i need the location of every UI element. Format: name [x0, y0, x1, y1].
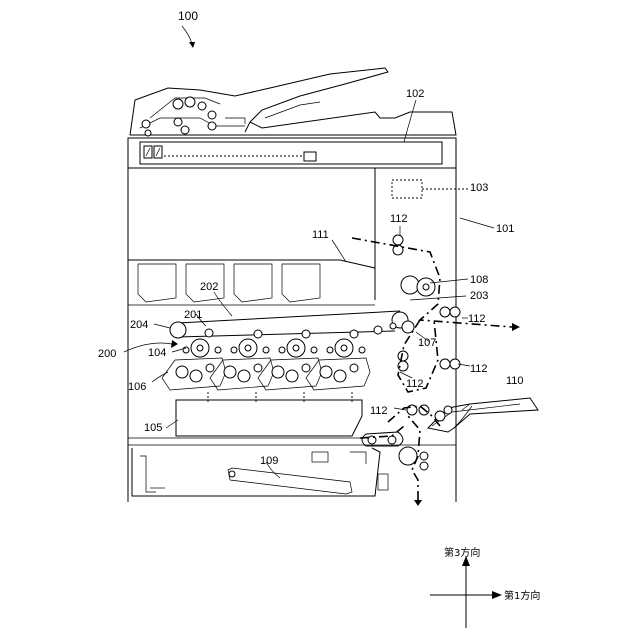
exposure-unit [176, 400, 362, 436]
label-112-center: 112 [406, 378, 424, 390]
image-forming-unit-3 [258, 339, 322, 390]
label-112-lower: 112 [370, 405, 388, 417]
label-105: 105 [144, 422, 162, 434]
label-101: 101 [496, 223, 514, 235]
scanner-unit [128, 138, 456, 168]
first-direction-label: 第1方向 [504, 589, 540, 602]
image-forming-unit-2 [210, 339, 274, 390]
label-103: 103 [470, 182, 488, 194]
label-107: 107 [418, 337, 436, 349]
image-forming-units [162, 339, 370, 402]
label-202: 202 [200, 281, 218, 293]
reference-labels: 100 102 103 101 111 112 108 202 203 201 … [98, 9, 524, 467]
label-102: 102 [406, 88, 424, 100]
image-forming-unit-4 [306, 339, 370, 390]
label-109: 109 [260, 455, 278, 467]
label-112-top: 112 [390, 213, 408, 225]
label-111: 111 [312, 229, 329, 241]
label-200: 200 [98, 348, 116, 360]
third-direction-label: 第3方向 [444, 546, 480, 559]
document-feeder [130, 68, 456, 136]
manual-feed-tray [428, 398, 538, 432]
conveyance-rollers [362, 235, 460, 470]
direction-axes: 第3方向 第1方向 [430, 546, 540, 628]
toner-containers [128, 260, 375, 302]
label-112-right-lower: 112 [470, 363, 488, 375]
label-106: 106 [128, 381, 146, 393]
label-110: 110 [506, 375, 524, 387]
label-204: 204 [130, 319, 148, 331]
label-108: 108 [470, 274, 488, 286]
label-100: 100 [178, 9, 198, 23]
intermediate-transfer-belt [170, 311, 414, 338]
label-104: 104 [148, 347, 166, 359]
paper-conveyance-path [352, 238, 520, 506]
label-112-right-upper: 112 [468, 313, 486, 325]
label-201: 201 [184, 309, 202, 321]
label-203: 203 [470, 290, 488, 302]
